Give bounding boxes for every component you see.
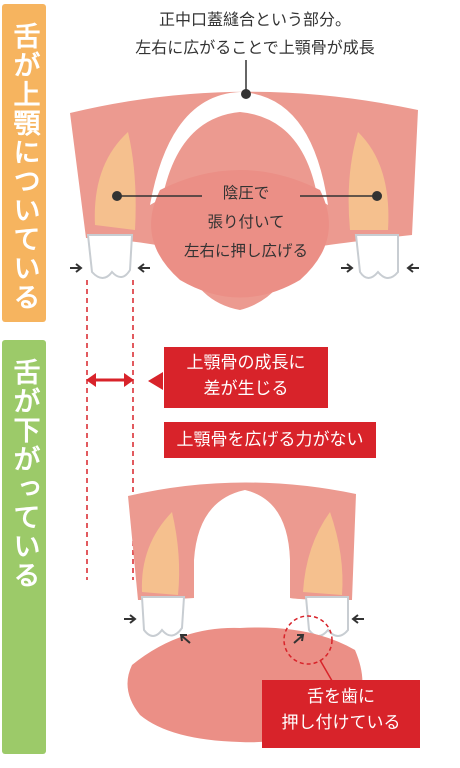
tooth-right-top <box>354 234 399 279</box>
bone-left-bottom <box>141 512 180 595</box>
caption-line-2: 左右に広がることで上顎骨が成長 <box>135 38 375 57</box>
side-tab-tongue-up-label: 舌が上顎についている <box>8 22 40 312</box>
center-label-line-3: 左右に押し広げる <box>183 242 308 260</box>
callout-no-force: 上顎骨を広げる力がない <box>164 422 376 458</box>
callout-tongue-push-line-1: 舌を歯に <box>307 687 375 707</box>
bone-left-top <box>94 132 136 230</box>
callout-growth-gap-line-1: 上顎骨の成長に <box>186 353 306 373</box>
bone-right-bottom <box>303 512 343 595</box>
center-label-line-2: 張り付いて <box>207 213 285 231</box>
bone-right-top <box>348 132 389 230</box>
callout-growth-gap: 上顎骨の成長に 差が生じる <box>164 347 328 408</box>
side-tab-tongue-down-label: 舌が下がっている <box>8 358 40 590</box>
callout-tongue-push-line-2: 押し付けている <box>281 713 401 733</box>
side-tab-tongue-down: 舌が下がっている <box>2 340 46 754</box>
center-label-line-1: 陰圧で <box>222 184 270 202</box>
contact-highlight <box>283 615 333 665</box>
suture-point <box>241 89 251 99</box>
upper-palate-bottom <box>128 482 356 600</box>
tooth-left-top <box>86 234 134 279</box>
tongue-top <box>151 170 329 298</box>
callout-tongue-push: 舌を歯に 押し付けている <box>262 680 420 748</box>
tooth-right-bottom <box>304 596 349 637</box>
tooth-left-bottom <box>140 596 186 637</box>
caption-line-1: 正中口蓋縫合という部分。 <box>158 10 351 29</box>
side-tab-tongue-up: 舌が上顎についている <box>2 4 46 322</box>
callout-growth-gap-line-2: 差が生じる <box>203 379 289 399</box>
